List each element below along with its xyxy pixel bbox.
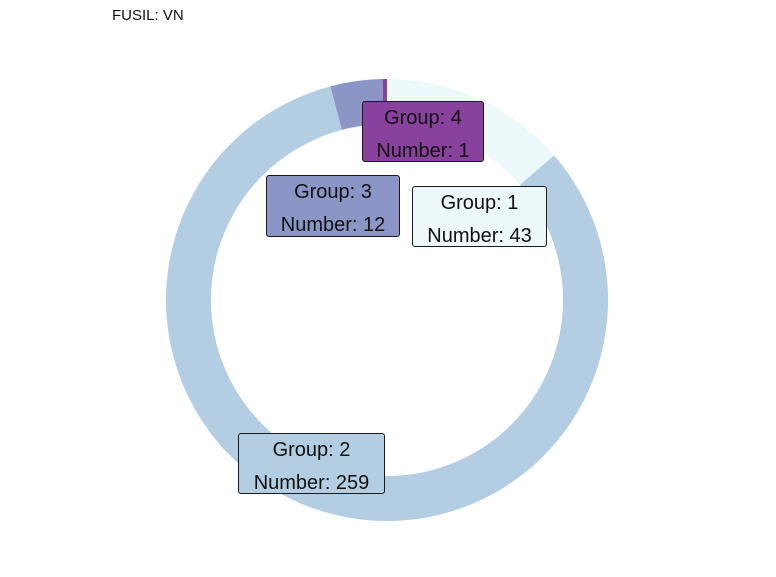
slice-label-number-text: Number: 259: [253, 472, 370, 494]
slice-label-group-4: Group: 4 Number: 1: [362, 101, 484, 162]
slice-label-group-text: Group: 2: [272, 439, 351, 461]
slice-label-number-text: Number: 43: [427, 225, 532, 247]
slice-label-group-2: Group: 2 Number: 259: [238, 433, 385, 494]
slice-label-group-text: Group: 4: [384, 107, 462, 129]
slice-label-group-text: Group: 3: [294, 181, 372, 203]
slice-label-group-3: Group: 3 Number: 12: [266, 175, 400, 237]
chart-title: FUSIL: VN: [112, 7, 184, 24]
slice-label-number-text: Number: 12: [280, 214, 386, 236]
slice-label-number-text: Number: 1: [376, 140, 470, 162]
slice-label-group-text: Group: 1: [440, 192, 519, 214]
slice-label-group-1: Group: 1 Number: 43: [412, 186, 547, 247]
